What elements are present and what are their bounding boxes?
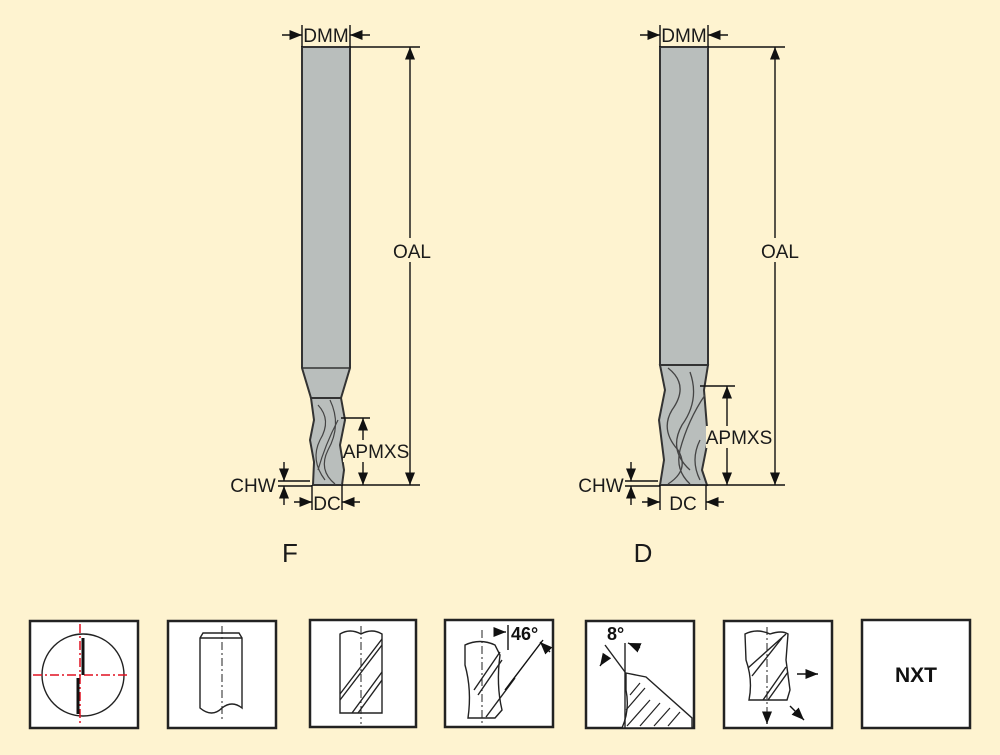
tool-f-chw-label: CHW xyxy=(230,476,275,497)
cutting-directions-icon xyxy=(722,619,834,730)
tool-d-chw-label: CHW xyxy=(578,476,623,497)
tool-d-flutes xyxy=(657,364,710,486)
helix-angle-icon: 46° xyxy=(443,618,555,729)
tool-f: DMM OAL APMXS CHW DC F xyxy=(230,25,432,568)
tool-f-dc-label: DC xyxy=(313,494,340,515)
tool-d-dc-label: DC xyxy=(669,494,696,515)
tool-d-apmxs-label: APMXS xyxy=(706,428,773,449)
tool-f-shank xyxy=(301,46,351,399)
tool-f-oal-label: OAL xyxy=(393,242,431,263)
center-cutting-icon xyxy=(28,619,140,730)
helix-angle-value: 46° xyxy=(511,624,538,644)
tool-d-shank xyxy=(659,46,709,366)
tool-d-type-label: D xyxy=(634,538,653,568)
helix-flute-icon xyxy=(308,618,418,729)
rake-angle-icon: 8° xyxy=(584,619,696,730)
tool-d-dmm-label: DMM xyxy=(661,26,706,47)
tool-f-dmm-label: DMM xyxy=(303,26,348,47)
grade-label: NXT xyxy=(895,664,937,687)
tool-f-type-label: F xyxy=(282,538,298,568)
tool-d: DMM OAL APMXS CHW DC D xyxy=(578,25,800,568)
tool-f-apmxs-label: APMXS xyxy=(343,442,410,463)
tool-d-oal-label: OAL xyxy=(761,242,799,263)
rake-angle-value: 8° xyxy=(607,624,624,644)
grade-icon: NXT xyxy=(860,618,972,730)
plain-shank-icon xyxy=(166,619,278,730)
